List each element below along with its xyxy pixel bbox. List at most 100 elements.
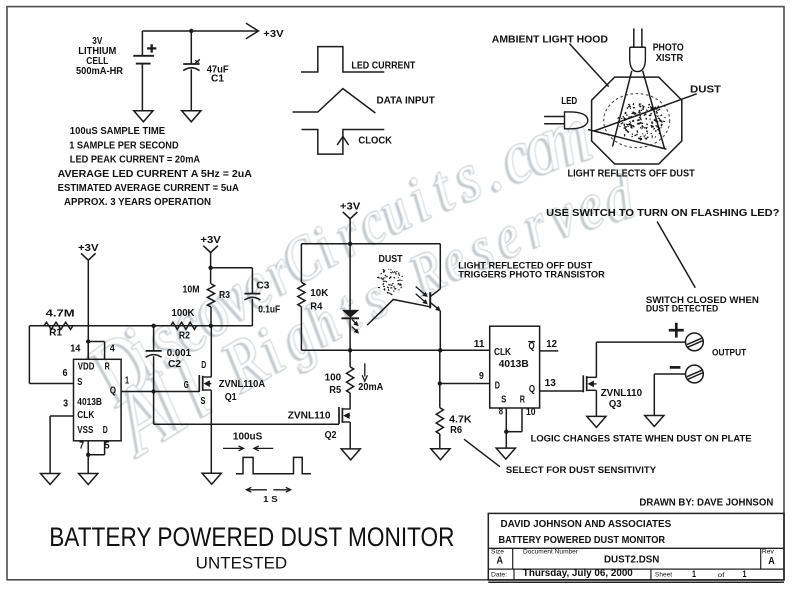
svg-text:4013B: 4013B bbox=[499, 358, 529, 370]
svg-text:11: 11 bbox=[474, 338, 485, 350]
svg-text:1: 1 bbox=[692, 569, 696, 579]
svg-text:USE SWITCH TO TURN ON FLASHING: USE SWITCH TO TURN ON FLASHING LED? bbox=[546, 207, 779, 219]
svg-text:C1: C1 bbox=[211, 73, 224, 85]
svg-text:0.1uF: 0.1uF bbox=[258, 303, 280, 315]
svg-text:LED CURRENT: LED CURRENT bbox=[351, 60, 415, 72]
svg-text:DUST: DUST bbox=[379, 253, 404, 265]
svg-text:CLOCK: CLOCK bbox=[358, 135, 392, 147]
svg-text:Rev: Rev bbox=[762, 549, 775, 556]
svg-text:13: 13 bbox=[545, 377, 556, 389]
svg-text:10K: 10K bbox=[310, 287, 328, 299]
svg-text:+3V: +3V bbox=[263, 28, 283, 40]
svg-text:+3V: +3V bbox=[340, 200, 361, 212]
svg-text:+3V: +3V bbox=[78, 242, 99, 254]
svg-text:1: 1 bbox=[743, 569, 747, 579]
svg-text:BATTERY POWERED DUST MONITOR: BATTERY POWERED DUST MONITOR bbox=[49, 522, 454, 552]
svg-text:Q: Q bbox=[529, 340, 535, 352]
svg-text:47uF: 47uF bbox=[207, 64, 230, 76]
svg-text:LIGHT REFLECTS OFF DUST: LIGHT REFLECTS OFF DUST bbox=[568, 168, 696, 180]
svg-text:D: D bbox=[103, 424, 108, 436]
svg-text:VSS: VSS bbox=[77, 424, 93, 436]
svg-text:BATTERY POWERED DUST MONITOR: BATTERY POWERED DUST MONITOR bbox=[499, 535, 666, 546]
svg-text:LED PEAK CURRENT = 20mA: LED PEAK CURRENT = 20mA bbox=[70, 154, 201, 166]
svg-text:A: A bbox=[768, 556, 775, 567]
svg-text:LIGHT REFLECTED OFF DUST: LIGHT REFLECTED OFF DUST bbox=[458, 261, 593, 271]
svg-text:Thursday, July 06, 2000: Thursday, July 06, 2000 bbox=[523, 568, 633, 579]
svg-text:CELL: CELL bbox=[86, 55, 108, 67]
svg-text:Q3: Q3 bbox=[609, 398, 622, 410]
svg-text:4.7M: 4.7M bbox=[46, 307, 75, 319]
svg-text:20mA: 20mA bbox=[358, 381, 383, 393]
svg-text:R5: R5 bbox=[329, 384, 341, 396]
svg-text:LED: LED bbox=[561, 95, 577, 107]
svg-text:7: 7 bbox=[79, 440, 84, 452]
svg-text:8: 8 bbox=[499, 406, 503, 418]
svg-text:100K: 100K bbox=[172, 307, 195, 319]
svg-text:DUST2.DSN: DUST2.DSN bbox=[604, 554, 659, 566]
svg-text:6: 6 bbox=[63, 367, 68, 379]
svg-text:ZVNL110: ZVNL110 bbox=[288, 409, 331, 421]
svg-text:S: S bbox=[77, 376, 82, 388]
svg-text:Document Number: Document Number bbox=[523, 549, 579, 556]
svg-text:100uS: 100uS bbox=[233, 430, 262, 442]
svg-text:UNTESTED: UNTESTED bbox=[196, 554, 288, 572]
svg-text:9: 9 bbox=[479, 370, 484, 382]
svg-text:R2: R2 bbox=[179, 329, 190, 341]
svg-text:Q: Q bbox=[110, 385, 116, 397]
svg-text:DAVID JOHNSON AND ASSOCIATES: DAVID JOHNSON AND ASSOCIATES bbox=[501, 519, 672, 530]
svg-text:DUST: DUST bbox=[690, 84, 722, 96]
svg-text:S: S bbox=[501, 394, 506, 406]
svg-text:S: S bbox=[201, 395, 206, 407]
svg-text:100uS SAMPLE TIME: 100uS SAMPLE TIME bbox=[70, 125, 165, 137]
svg-text:Q: Q bbox=[529, 383, 535, 395]
svg-text:4: 4 bbox=[110, 343, 115, 355]
svg-text:5: 5 bbox=[105, 440, 110, 452]
svg-text:VDD: VDD bbox=[78, 361, 95, 373]
svg-text:Date:: Date: bbox=[491, 572, 507, 579]
svg-text:14: 14 bbox=[70, 343, 80, 355]
svg-text:ZVNL110: ZVNL110 bbox=[601, 387, 643, 399]
svg-text:PHOTO: PHOTO bbox=[653, 41, 684, 53]
svg-text:DUST DETECTED: DUST DETECTED bbox=[646, 304, 719, 314]
svg-text:CLK: CLK bbox=[494, 346, 511, 358]
svg-text:+3V: +3V bbox=[200, 234, 221, 246]
svg-text:R: R bbox=[520, 394, 525, 406]
svg-text:OUTPUT: OUTPUT bbox=[712, 347, 747, 357]
svg-text:SELECT FOR DUST SENSITIVITY: SELECT FOR DUST SENSITIVITY bbox=[506, 465, 657, 476]
svg-text:SWITCH CLOSED WHEN: SWITCH CLOSED WHEN bbox=[646, 295, 759, 305]
svg-text:Sheet: Sheet bbox=[655, 572, 672, 579]
svg-text:1 SAMPLE PER SECOND: 1 SAMPLE PER SECOND bbox=[69, 139, 179, 151]
svg-text:3: 3 bbox=[63, 398, 68, 410]
svg-text:Q1: Q1 bbox=[225, 391, 237, 403]
svg-text:TRIGGERS PHOTO TRANSISTOR: TRIGGERS PHOTO TRANSISTOR bbox=[458, 269, 605, 279]
svg-text:R3: R3 bbox=[219, 289, 230, 301]
svg-text:R1: R1 bbox=[49, 327, 62, 339]
svg-text:ESTIMATED AVERAGE CURRENT = 5u: ESTIMATED AVERAGE CURRENT = 5uA bbox=[58, 182, 240, 194]
svg-text:D: D bbox=[201, 359, 206, 371]
svg-text:R4: R4 bbox=[310, 301, 322, 313]
svg-text:G: G bbox=[184, 379, 189, 391]
svg-text:D: D bbox=[495, 380, 500, 392]
svg-text:10M: 10M bbox=[183, 284, 200, 296]
svg-text:500mA-HR: 500mA-HR bbox=[76, 65, 123, 77]
svg-text:1 S: 1 S bbox=[263, 495, 278, 504]
svg-text:of: of bbox=[718, 572, 725, 579]
svg-text:LOGIC CHANGES STATE WHEN DUST: LOGIC CHANGES STATE WHEN DUST ON PLATE bbox=[531, 434, 752, 445]
svg-text:APPROX. 3 YEARS OPERATION: APPROX. 3 YEARS OPERATION bbox=[64, 196, 211, 208]
svg-text:CLK: CLK bbox=[77, 409, 94, 421]
svg-text:1: 1 bbox=[125, 375, 129, 387]
svg-text:AVERAGE LED CURRENT A 5Hz = 2u: AVERAGE LED CURRENT A 5Hz = 2uA bbox=[58, 168, 253, 180]
svg-text:12: 12 bbox=[546, 338, 557, 350]
svg-text:R: R bbox=[105, 361, 110, 373]
svg-text:DRAWN BY: DAVE JOHNSON: DRAWN BY: DAVE JOHNSON bbox=[639, 497, 773, 508]
svg-text:4013B: 4013B bbox=[77, 396, 102, 408]
svg-text:4.7K: 4.7K bbox=[449, 413, 472, 425]
svg-text:Size: Size bbox=[491, 549, 504, 556]
svg-text:0.001: 0.001 bbox=[167, 347, 192, 359]
svg-text:A: A bbox=[497, 556, 504, 567]
svg-text:XISTR: XISTR bbox=[656, 52, 684, 64]
svg-text:C2: C2 bbox=[168, 358, 181, 370]
svg-text:10: 10 bbox=[526, 406, 536, 418]
svg-text:Q2: Q2 bbox=[325, 429, 337, 441]
svg-text:DATA INPUT: DATA INPUT bbox=[377, 95, 436, 107]
